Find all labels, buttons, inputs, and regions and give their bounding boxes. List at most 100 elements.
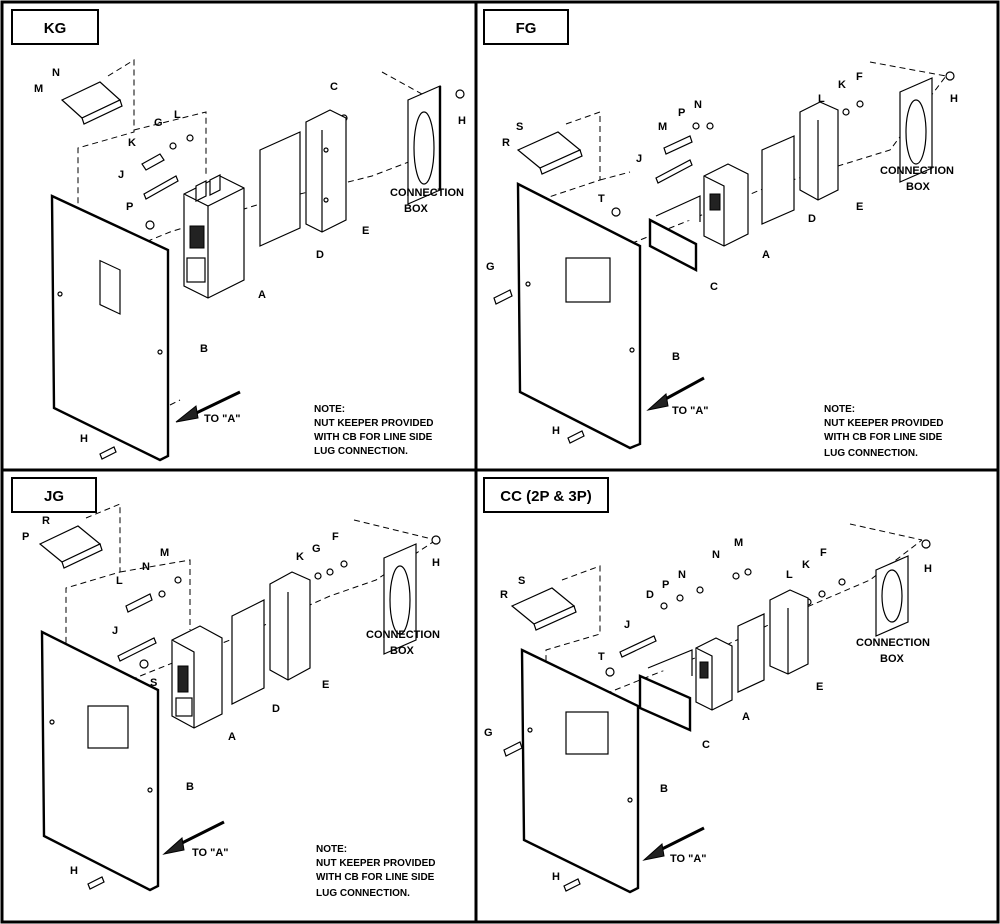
cc-label: F xyxy=(820,547,827,559)
kg-label: M xyxy=(34,83,43,95)
jg-label: N xyxy=(142,561,150,573)
cc-arrow-text: TO "A" xyxy=(670,853,707,865)
kg-label: C xyxy=(330,81,338,93)
fg-label: D xyxy=(808,213,816,225)
kg-connection-box xyxy=(407,85,442,205)
panel-kg-title: KG xyxy=(44,20,67,37)
jg-label: S xyxy=(150,677,157,689)
fg-label: S xyxy=(516,121,523,133)
cc-insulator xyxy=(737,613,765,693)
jg-breaker xyxy=(171,625,223,729)
fg-note-line: NOTE: xyxy=(824,404,855,415)
jg-label: H xyxy=(432,557,440,569)
jg-label: F xyxy=(332,531,339,543)
panel-fg-title: FG xyxy=(516,20,537,37)
fg-note-line: LUG CONNECTION. xyxy=(824,448,918,459)
jg-arrow xyxy=(175,820,225,848)
fg-connection-box-label: BOX xyxy=(906,181,931,193)
jg-label: D xyxy=(272,703,280,715)
cc-cover-b xyxy=(520,648,640,894)
jg-bracket-e xyxy=(269,571,311,681)
cc-label: N xyxy=(678,569,686,581)
fg-label: N xyxy=(694,99,702,111)
cc-label: J xyxy=(624,619,630,631)
kg-note-line: NOTE: xyxy=(314,404,345,415)
fg-label: L xyxy=(818,93,825,105)
jg-connection-box-label: CONNECTION xyxy=(366,629,440,641)
kg-connection-box-label: CONNECTION xyxy=(390,187,464,199)
fg-breaker xyxy=(703,163,749,247)
jg-label: R xyxy=(42,515,50,527)
cc-label: B xyxy=(660,783,668,795)
fg-arrow-text: TO "A" xyxy=(672,405,709,417)
fg-connection-box-label: CONNECTION xyxy=(880,165,954,177)
kg-bracket-e xyxy=(305,109,347,233)
panel-jg: JG xyxy=(11,477,441,899)
fg-label: R xyxy=(502,137,510,149)
kg-rail-part xyxy=(60,81,123,125)
cc-label: D xyxy=(646,589,654,601)
panel-kg-title-box xyxy=(11,9,99,45)
fg-hardware xyxy=(493,71,955,444)
fg-label: F xyxy=(856,71,863,83)
kg-label: H xyxy=(458,115,466,127)
jg-note-line: NOTE: xyxy=(316,844,347,855)
panel-cc: CC (2P & 3P) xyxy=(483,477,932,894)
fg-bracket-e xyxy=(799,101,839,201)
fg-label: C xyxy=(710,281,718,293)
cc-label: N xyxy=(712,549,720,561)
fg-label: E xyxy=(856,201,863,213)
panel-jg-title-box xyxy=(11,477,97,513)
cc-label: A xyxy=(742,711,750,723)
panel-kg: KG xyxy=(11,9,466,462)
fg-rail-part xyxy=(516,131,583,175)
kg-note-line: LUG CONNECTION. xyxy=(314,446,408,457)
fg-label: H xyxy=(552,425,560,437)
kg-label: B xyxy=(200,343,208,355)
kg-label: J xyxy=(118,169,124,181)
kg-note-line: WITH CB FOR LINE SIDE xyxy=(314,432,433,443)
cc-label: M xyxy=(734,537,743,549)
cc-label: H xyxy=(924,563,932,575)
jg-arrow-text: TO "A" xyxy=(192,847,229,859)
fg-label: J xyxy=(636,153,642,165)
jg-hardware xyxy=(87,535,441,890)
kg-label: G xyxy=(154,117,163,129)
cc-label: C xyxy=(702,739,710,751)
jg-label: M xyxy=(160,547,169,559)
jg-connection-box-label: BOX xyxy=(390,645,415,657)
jg-label: P xyxy=(22,531,29,543)
cc-label: G xyxy=(484,727,493,739)
fg-label: G xyxy=(486,261,495,273)
jg-label: B xyxy=(186,781,194,793)
cc-label: T xyxy=(598,651,605,663)
fg-label: B xyxy=(672,351,680,363)
fg-label: H xyxy=(950,93,958,105)
kg-label: D xyxy=(316,249,324,261)
fg-label: M xyxy=(658,121,667,133)
panel-cc-title: CC (2P & 3P) xyxy=(500,488,591,505)
fg-insulator-d xyxy=(761,135,795,225)
cc-label: L xyxy=(786,569,793,581)
cc-connection-box xyxy=(875,555,909,637)
kg-breaker xyxy=(183,174,245,299)
panel-fg: FG xyxy=(483,9,958,459)
cc-rail-part xyxy=(510,587,577,631)
kg-cover-b xyxy=(50,194,170,462)
jg-label: E xyxy=(322,679,329,691)
cc-label: S xyxy=(518,575,525,587)
cc-label: K xyxy=(802,559,810,571)
fg-note-line: WITH CB FOR LINE SIDE xyxy=(824,432,943,443)
cc-label: P xyxy=(662,579,669,591)
jg-rail-part xyxy=(38,525,103,569)
cc-label: E xyxy=(816,681,823,693)
jg-label: H xyxy=(70,865,78,877)
jg-connection-box xyxy=(383,543,417,655)
jg-label: G xyxy=(312,543,321,555)
cc-hardware xyxy=(503,539,931,892)
cc-breaker xyxy=(695,637,733,711)
fg-label: P xyxy=(678,107,685,119)
fg-arrow xyxy=(659,376,705,404)
